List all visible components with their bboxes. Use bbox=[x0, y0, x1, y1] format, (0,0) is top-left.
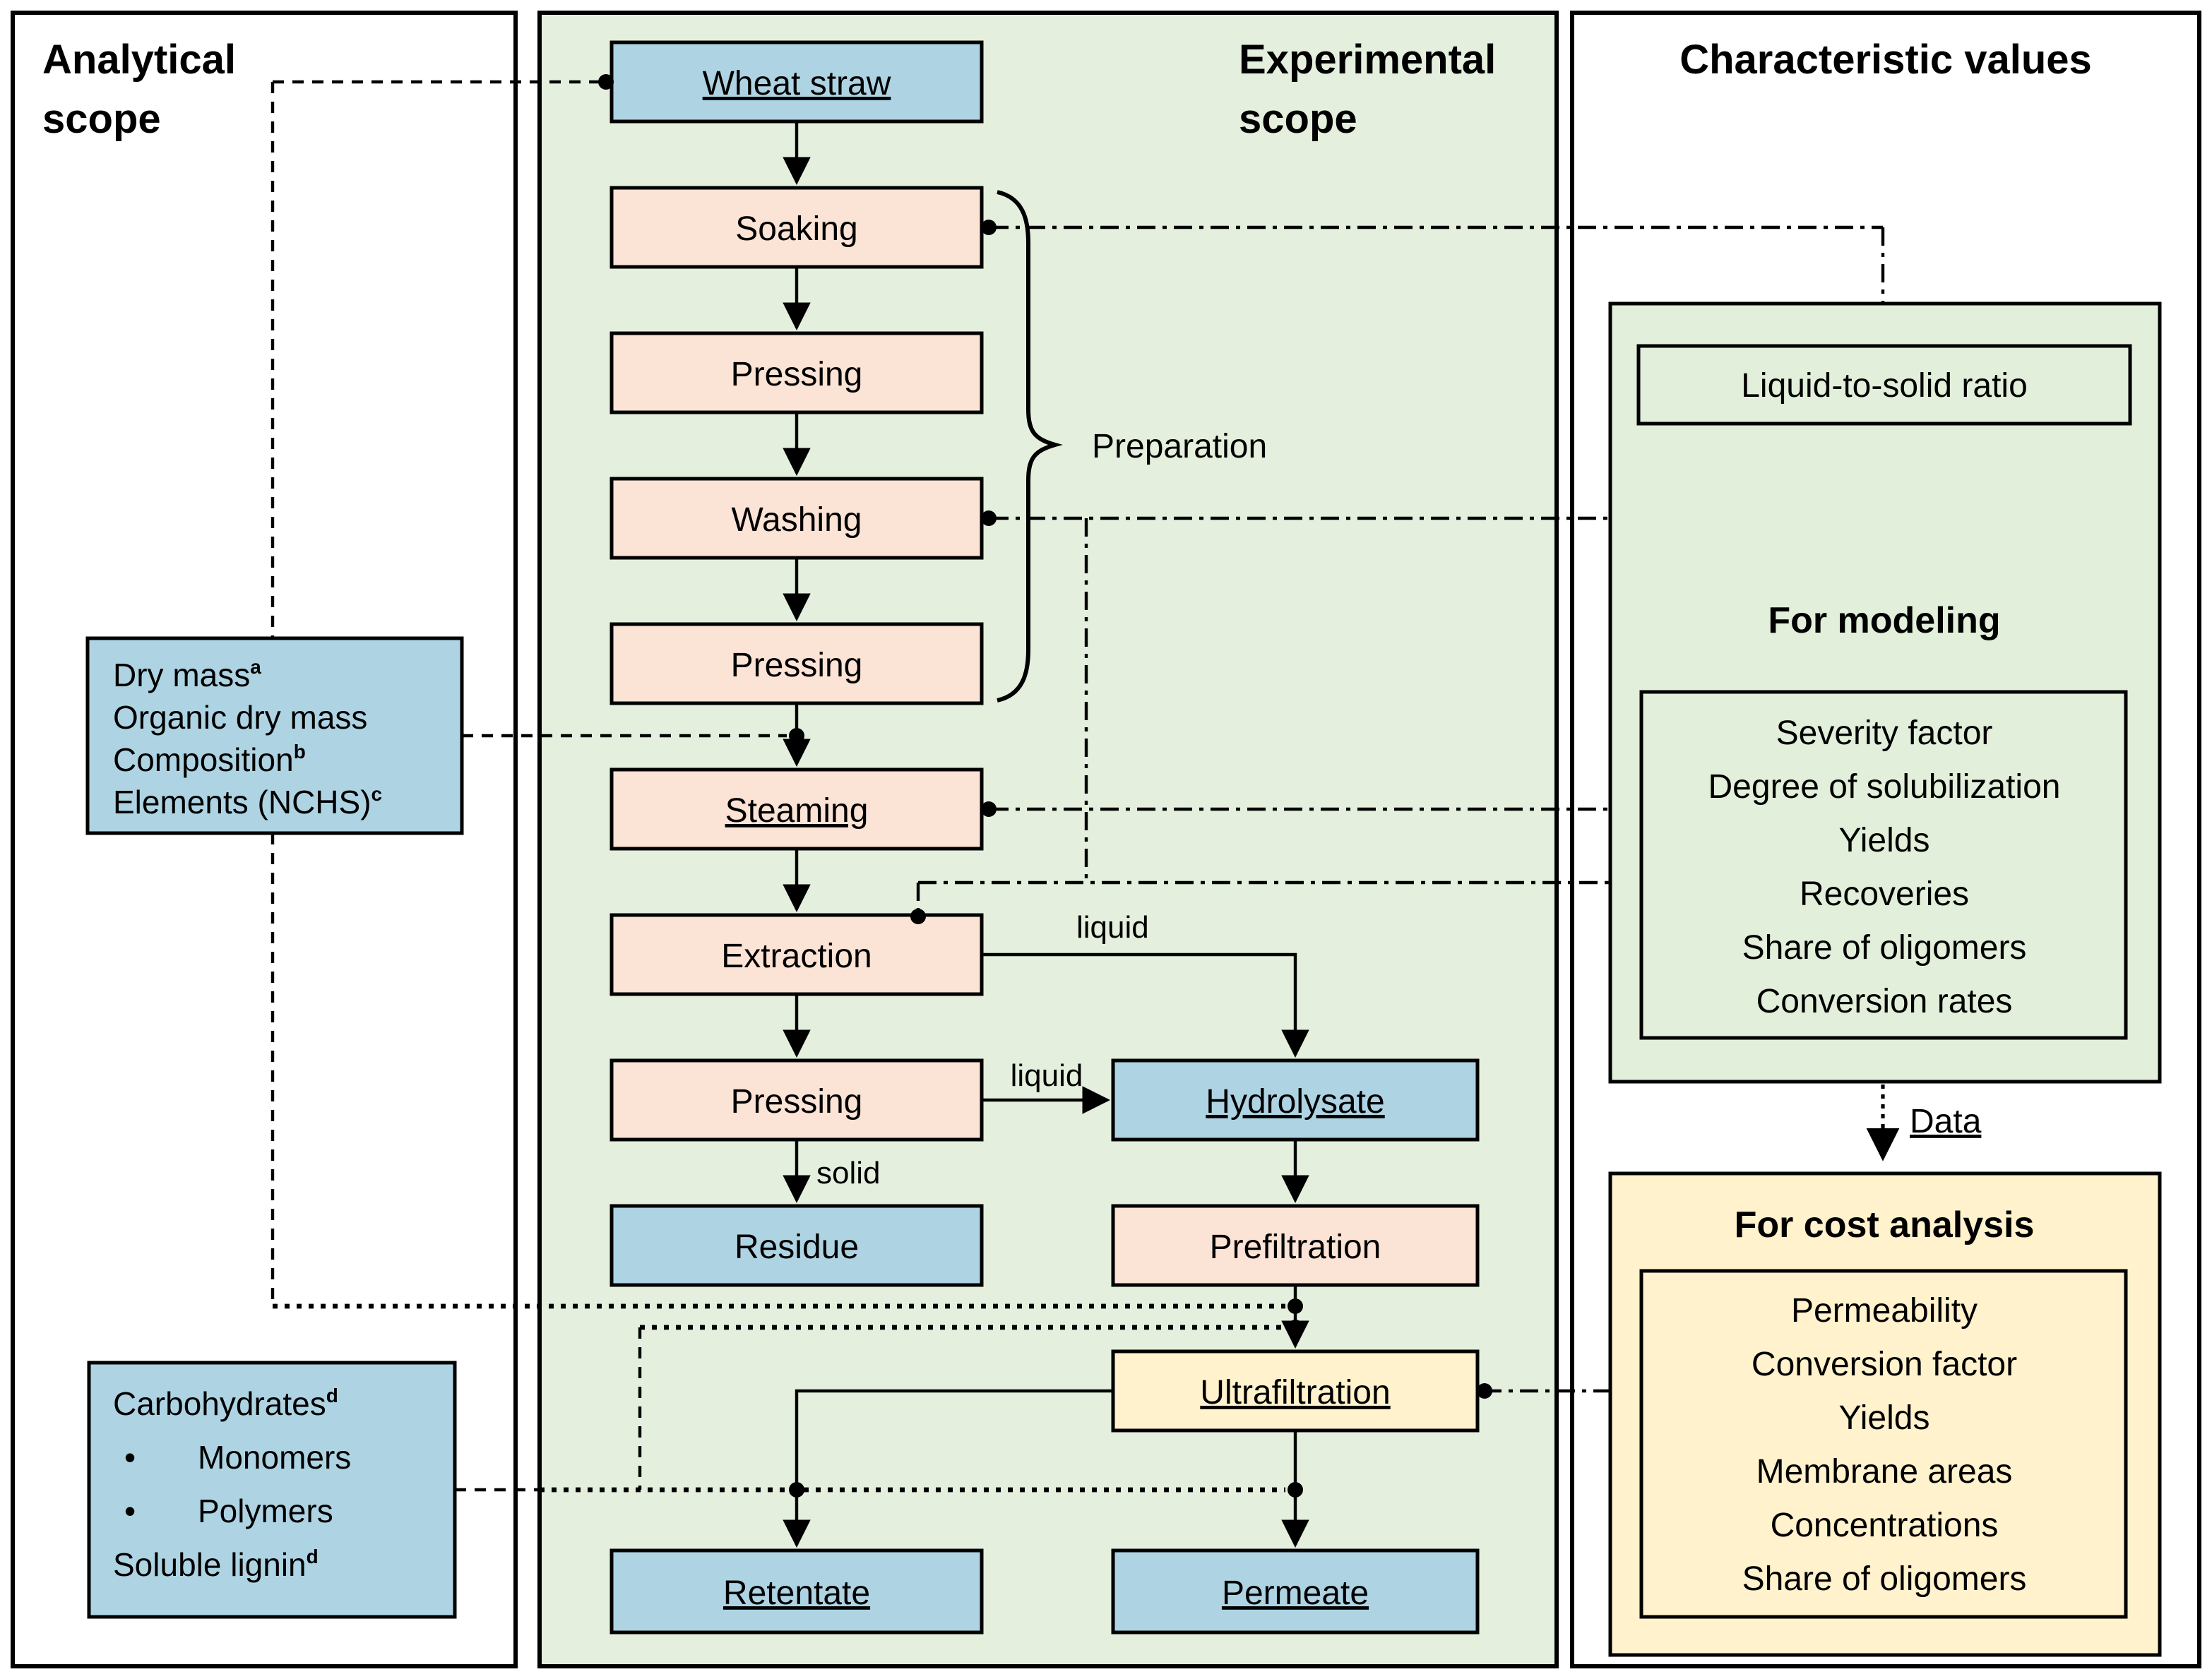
carbohydrates-line: Carbohydratesd bbox=[113, 1385, 338, 1422]
pressing1-box bbox=[610, 331, 984, 414]
organic-drymass-line: Organic dry mass bbox=[113, 699, 367, 736]
analytical-connectors bbox=[270, 80, 1285, 1493]
solid-label: solid bbox=[816, 1156, 881, 1190]
liquid-to-solid-box bbox=[1636, 344, 2132, 426]
analysis-box-1-rect bbox=[85, 636, 464, 835]
modeling-item: Conversion rates bbox=[1756, 983, 2013, 1020]
experimental-title-line2: scope bbox=[1239, 96, 1357, 142]
cost-item: Concentrations bbox=[1771, 1507, 1999, 1544]
preparation-label: Preparation bbox=[1092, 428, 1267, 465]
ultrafiltration-label: Ultrafiltration bbox=[1200, 1374, 1390, 1411]
residue-box bbox=[610, 1204, 984, 1287]
steaming-box bbox=[610, 767, 984, 851]
bullet-icon: • bbox=[124, 1493, 136, 1529]
pressing2-box bbox=[610, 622, 984, 705]
process-flow-boxes: Wheat straw Soaking Pressing Washing Pre… bbox=[610, 40, 1480, 1635]
cost-item: Membrane areas bbox=[1756, 1453, 2013, 1490]
modeling-item: Recoveries bbox=[1800, 876, 1969, 913]
junction-dot-soaking bbox=[981, 220, 997, 235]
cost-items-box bbox=[1639, 1269, 2128, 1619]
preparation-brace bbox=[997, 190, 1063, 703]
junction-dot-wheat-straw bbox=[598, 74, 614, 90]
cost-container: For cost analysis Permeability Conversio… bbox=[1608, 1171, 2162, 1657]
composition-line: Compositionb bbox=[113, 741, 306, 778]
liquid-label-extraction: liquid bbox=[1076, 910, 1149, 945]
liquid-to-solid-label: Liquid-to-solid ratio bbox=[1741, 367, 2028, 405]
cost-item: Conversion factor bbox=[1752, 1346, 2017, 1383]
permeate-label: Permeate bbox=[1222, 1575, 1369, 1612]
junction-dot-permeate-stream bbox=[1288, 1482, 1303, 1498]
junction-dot-steaming bbox=[981, 801, 997, 817]
polymers-line: Polymers bbox=[198, 1493, 333, 1529]
junction-dot-steaming-stream bbox=[789, 728, 804, 743]
for-cost-analysis-title: For cost analysis bbox=[1735, 1205, 2035, 1245]
washing-box bbox=[610, 477, 984, 560]
modeling-item: Share of oligomers bbox=[1742, 929, 2027, 967]
data-arrow-group: Data bbox=[1866, 1085, 1982, 1161]
soaking-label: Soaking bbox=[735, 210, 857, 248]
junction-dot-extraction-top bbox=[910, 909, 926, 924]
soluble-lignin-line: Soluble lignind bbox=[113, 1546, 319, 1583]
analysis-box-1: Dry massa Organic dry mass Compositionb … bbox=[85, 636, 464, 835]
experimental-title-line1: Experimental bbox=[1239, 37, 1496, 83]
monomers-line: Monomers bbox=[198, 1439, 351, 1476]
cost-item: Yields bbox=[1839, 1399, 1930, 1437]
junction-dot-prefiltration-stream-2 bbox=[1288, 1320, 1303, 1335]
modeling-items-box bbox=[1639, 690, 2128, 1040]
ultrafiltration-box bbox=[1111, 1349, 1480, 1433]
extraction-label: Extraction bbox=[721, 938, 872, 975]
analytical-title-line2: scope bbox=[42, 96, 161, 142]
washing-label: Washing bbox=[732, 501, 862, 539]
hydrolysate-label: Hydrolysate bbox=[1206, 1083, 1384, 1121]
junction-dot-prefiltration-stream-1 bbox=[1288, 1298, 1303, 1314]
arrow-extraction-liquid-hydrolysate bbox=[982, 952, 1309, 1058]
modeling-item: Degree of solubilization bbox=[1708, 768, 2061, 806]
modeling-item: Yields bbox=[1839, 822, 1930, 859]
retentate-box bbox=[610, 1548, 984, 1635]
prefiltration-box bbox=[1111, 1204, 1480, 1287]
junction-dot-ultrafiltration bbox=[1477, 1383, 1492, 1399]
cost-container-rect bbox=[1608, 1171, 2162, 1657]
extraction-box bbox=[610, 913, 984, 996]
for-modeling-title: For modeling bbox=[1768, 600, 2000, 641]
junction-dot-washing bbox=[981, 510, 997, 526]
steaming-label: Steaming bbox=[725, 792, 869, 830]
permeate-box bbox=[1111, 1548, 1480, 1635]
modeling-container: Liquid-to-solid ratio For modeling Sever… bbox=[1608, 301, 2162, 1084]
cost-item: Share of oligomers bbox=[1742, 1560, 2027, 1598]
drymass-line: Dry massa bbox=[113, 656, 261, 693]
characteristic-title: Characteristic values bbox=[1679, 37, 2092, 83]
wheat-straw-label: Wheat straw bbox=[703, 65, 891, 102]
junction-dots bbox=[598, 74, 1492, 1498]
analytical-title-line1: Analytical bbox=[42, 37, 236, 83]
pressing1-label: Pressing bbox=[731, 356, 863, 393]
hydrolysate-box bbox=[1111, 1058, 1480, 1142]
prefiltration-label: Prefiltration bbox=[1210, 1229, 1381, 1266]
residue-label: Residue bbox=[735, 1229, 859, 1266]
analysis-box-2: Carbohydratesd • Monomers • Polymers Sol… bbox=[87, 1361, 457, 1619]
pressing2-label: Pressing bbox=[731, 647, 863, 684]
soaking-box bbox=[610, 186, 984, 269]
bullet-icon: • bbox=[124, 1439, 136, 1476]
junction-dot-retentate-stream bbox=[789, 1482, 804, 1498]
data-label: Data bbox=[1910, 1103, 1982, 1140]
pressing3-box bbox=[610, 1058, 984, 1142]
cost-item: Permeability bbox=[1791, 1292, 1978, 1330]
analysis-box-2-rect bbox=[87, 1361, 457, 1619]
pressing3-label: Pressing bbox=[731, 1083, 863, 1121]
modeling-item: Severity factor bbox=[1776, 715, 1993, 752]
elements-line: Elements (NCHS)c bbox=[113, 783, 382, 820]
liquid-label-pressing: liquid bbox=[1011, 1058, 1083, 1093]
retentate-label: Retentate bbox=[723, 1575, 870, 1612]
